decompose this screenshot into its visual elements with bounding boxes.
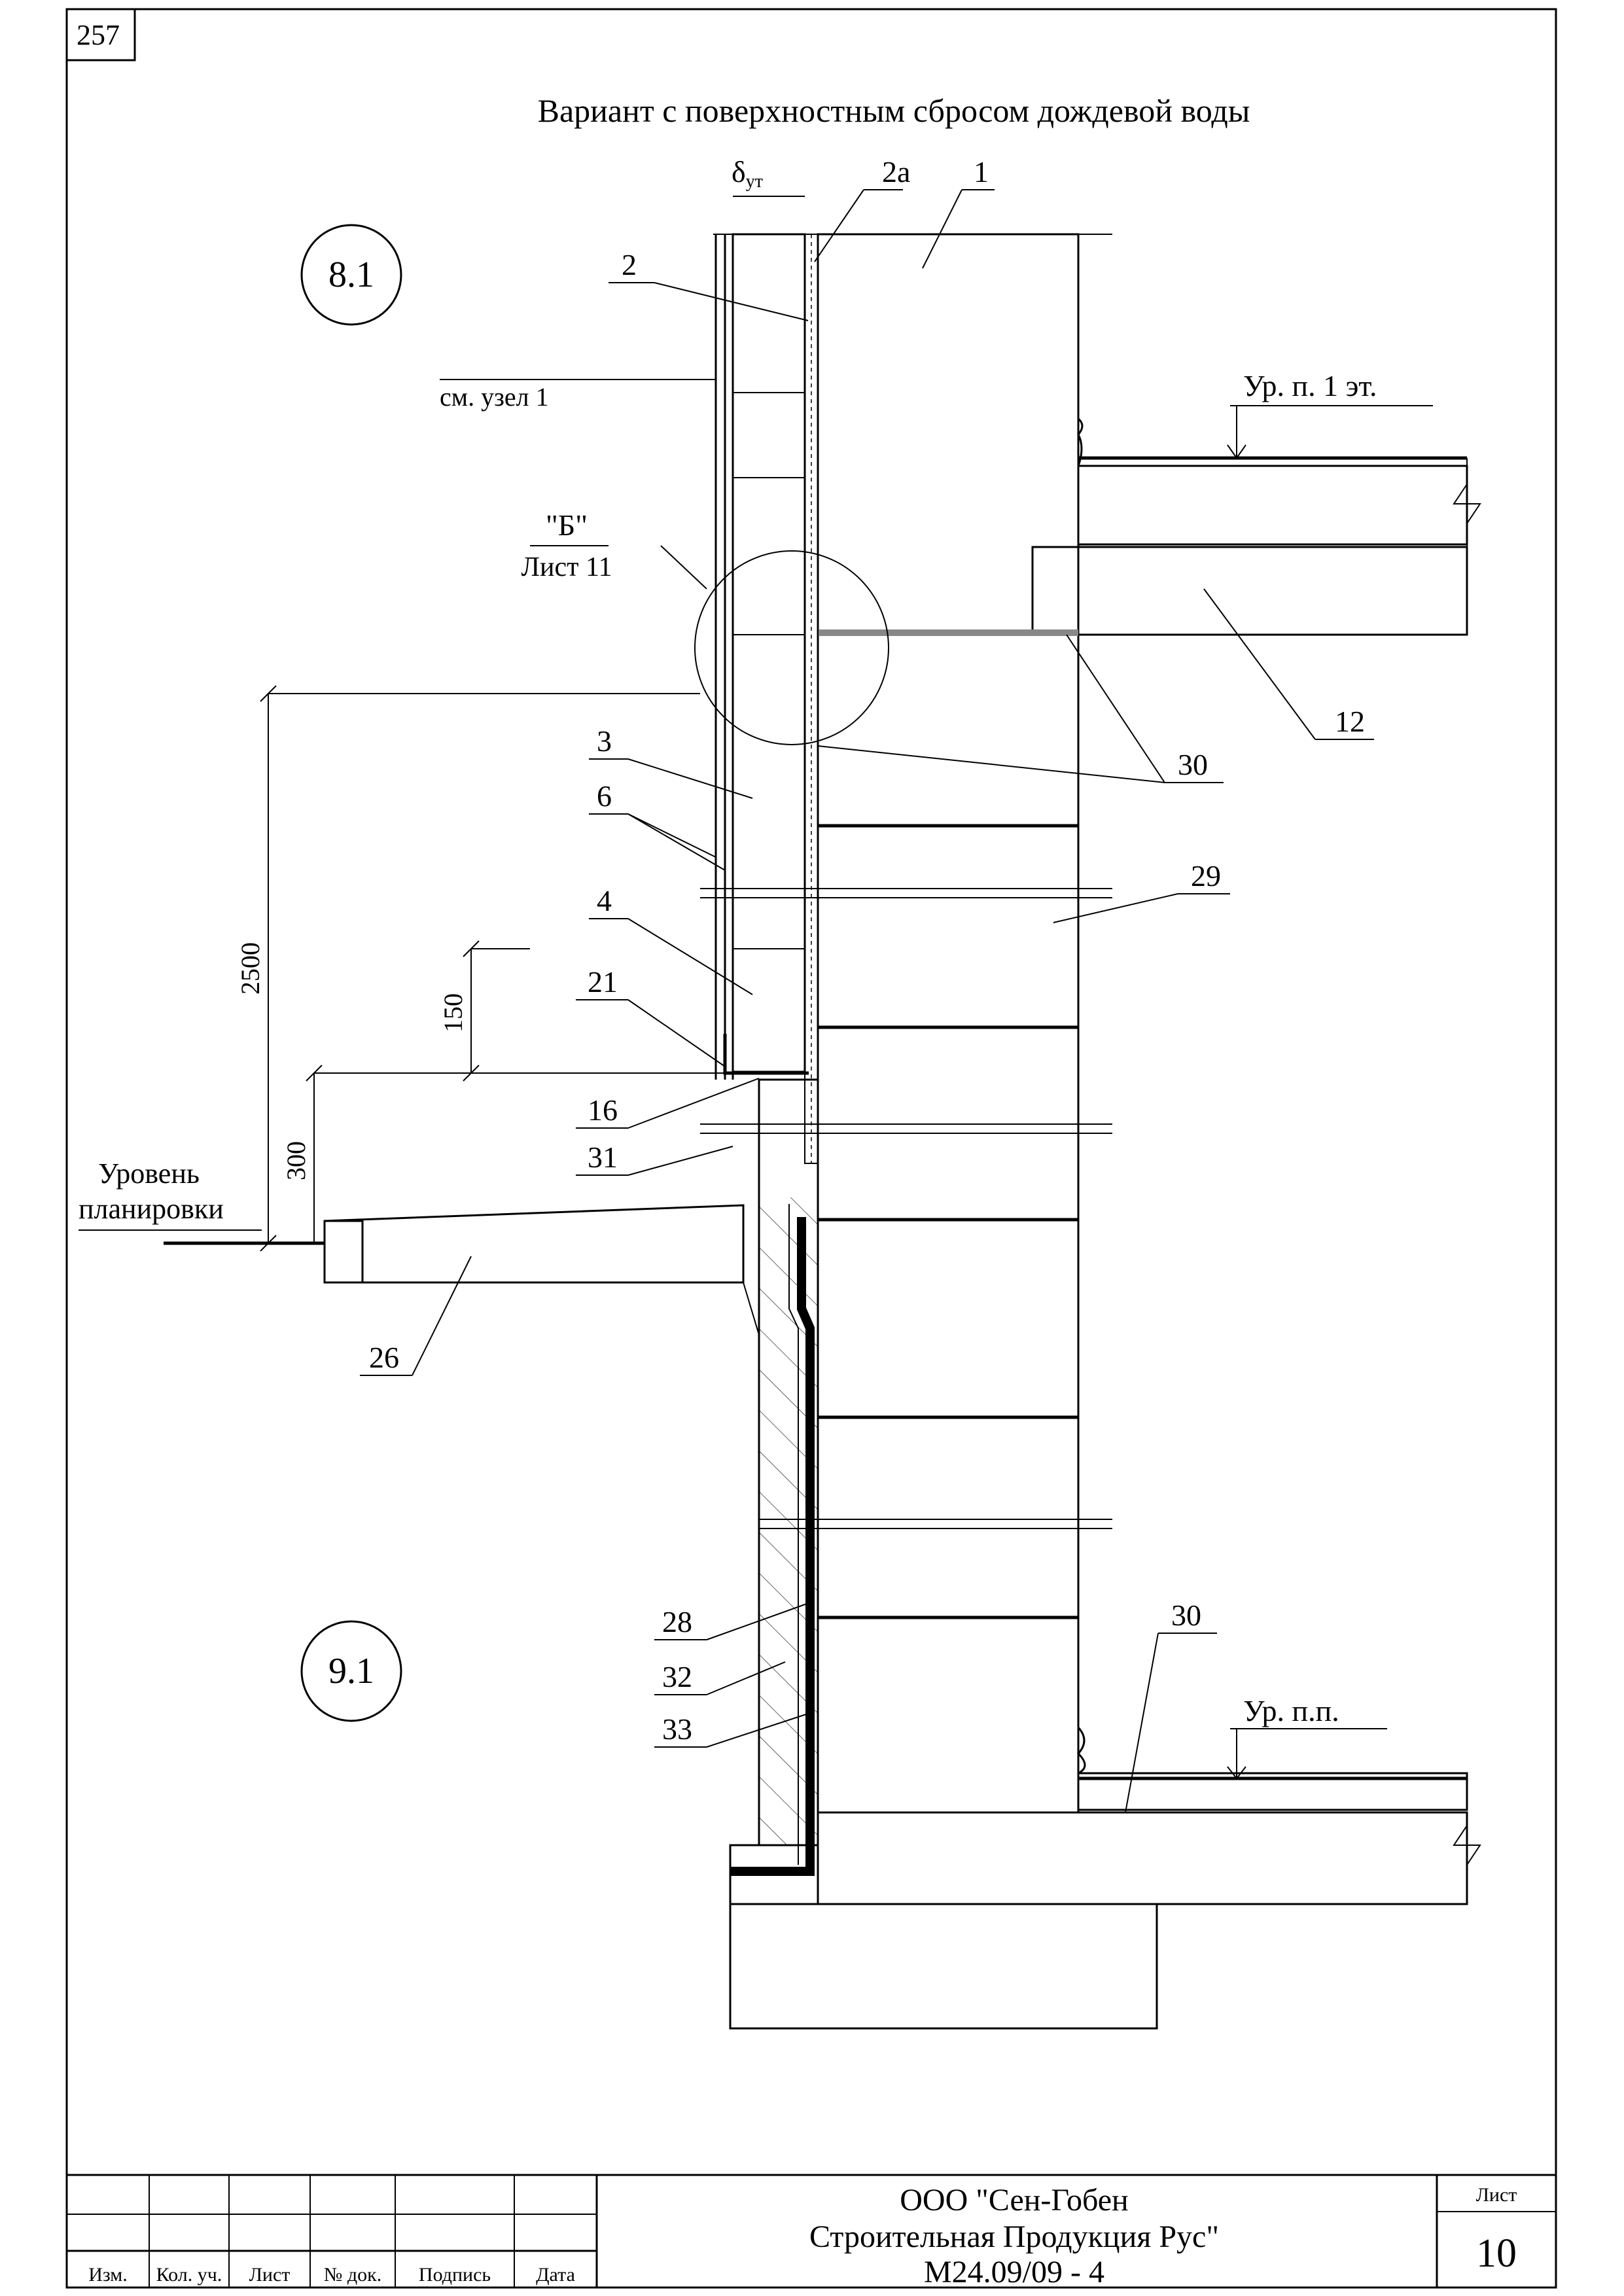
dimension-2500: 2500 xyxy=(236,685,700,1252)
callout-text: 30 xyxy=(1171,1598,1201,1632)
callout-16: 16 xyxy=(576,1078,760,1129)
concrete-wall-upper xyxy=(817,233,1080,636)
callout-21: 21 xyxy=(576,965,726,1067)
callout-33: 33 xyxy=(654,1712,807,1748)
col-izm: Изм. xyxy=(88,2264,128,2286)
org-line1: ООО "Сен-Гобен xyxy=(900,2183,1128,2217)
dimension-150: 150 xyxy=(438,940,530,1073)
callout-text: 2а xyxy=(882,155,910,188)
dim-text: 300 xyxy=(281,1141,311,1180)
facade-insulation-3 xyxy=(732,233,806,1073)
callout-30-bottom: 30 xyxy=(1125,1598,1217,1813)
callout-text: 4 xyxy=(597,884,612,917)
callout-text: 32 xyxy=(662,1660,692,1693)
callout-29: 29 xyxy=(1053,859,1230,923)
break-line xyxy=(1453,1812,1481,1904)
sheet-label: Лист xyxy=(1476,2184,1517,2206)
ref-b-label: "Б" xyxy=(546,508,588,542)
callout-text: 30 xyxy=(1178,748,1208,781)
node-marker-9-1: 9.1 xyxy=(328,1651,374,1691)
callout-4: 4 xyxy=(589,884,753,995)
waterproofing-layer-30 xyxy=(818,629,1078,636)
ref-b-leader xyxy=(660,545,707,590)
waterproofing-28 xyxy=(730,1217,815,1876)
drawing-title: Вариант с поверхностным сбросом дождевой… xyxy=(538,92,1250,129)
callout-2a: 2а xyxy=(814,155,910,262)
callout-31: 31 xyxy=(576,1140,733,1176)
callout-6: 6 xyxy=(589,779,726,871)
callout-3: 3 xyxy=(589,724,753,799)
callout-28: 28 xyxy=(654,1602,809,1640)
col-list: Лист xyxy=(249,2264,291,2286)
level-floor1-arrow xyxy=(1227,444,1246,459)
callout-26: 26 xyxy=(360,1256,472,1376)
node-marker-circle xyxy=(300,1620,402,1722)
callout-text: 26 xyxy=(369,1341,399,1374)
callout-30-top: 30 xyxy=(817,634,1224,783)
dimension-300: 300 xyxy=(281,1065,725,1243)
delta-label: δут xyxy=(732,155,763,192)
ground-level-label-2: планировки xyxy=(79,1193,224,1225)
sheet-frame xyxy=(65,8,1557,2289)
ref-sheet-label: Лист 11 xyxy=(521,552,612,582)
col-doc: № док. xyxy=(324,2264,381,2286)
base-slab xyxy=(817,1811,1468,1905)
see-node-label: см. узел 1 xyxy=(440,382,549,412)
callout-text: 21 xyxy=(588,965,618,998)
slab-edge xyxy=(743,1282,760,1335)
callout-12: 12 xyxy=(1203,588,1374,740)
curb-stone xyxy=(323,1220,364,1284)
callout-2: 2 xyxy=(609,248,809,321)
protection-33 xyxy=(788,1204,799,1865)
callout-text: 28 xyxy=(662,1605,692,1638)
callout-text: 33 xyxy=(662,1712,692,1746)
callout-1: 1 xyxy=(922,155,995,269)
level-floor1-label: Ур. п. 1 эт. xyxy=(1243,369,1377,402)
callout-text: 3 xyxy=(597,724,612,758)
callout-text: 6 xyxy=(597,779,612,813)
dim-text: 150 xyxy=(438,993,468,1033)
floor-slab xyxy=(1077,465,1468,546)
callout-text: 31 xyxy=(588,1140,618,1174)
callout-text: 1 xyxy=(974,155,989,188)
title-block: Изм. Кол. уч. Лист № док. Подпись Дата О… xyxy=(67,2174,1556,2289)
starter-profile-21 xyxy=(723,1034,809,1075)
dim-text: 2500 xyxy=(236,942,265,995)
blind-area-slab-26 xyxy=(323,1204,745,1284)
callout-text: 16 xyxy=(588,1093,618,1127)
level-floor0-label: Ур. п.п. xyxy=(1243,1694,1339,1727)
sheet-number: 10 xyxy=(1476,2231,1517,2276)
break-line xyxy=(1453,458,1481,609)
col-sign: Подпись xyxy=(419,2264,491,2286)
col-date: Дата xyxy=(536,2264,575,2286)
level-floor0-arrow xyxy=(1227,1766,1246,1780)
ground-level-label-1: Уровень xyxy=(98,1157,200,1190)
node-marker-8-1: 8.1 xyxy=(328,255,374,295)
page-number: 257 xyxy=(77,19,120,51)
org-line2: Строительная Продукция Рус" xyxy=(809,2219,1219,2254)
callout-text: 2 xyxy=(622,248,637,281)
skirting-basement xyxy=(1076,1726,1086,1775)
callout-text: 29 xyxy=(1191,859,1221,892)
callout-text: 12 xyxy=(1335,705,1365,738)
floor-basement xyxy=(1077,1772,1468,1811)
detail-b-circle xyxy=(694,550,889,745)
node-marker-circle xyxy=(300,224,402,326)
col-kol: Кол. уч. xyxy=(156,2264,222,2286)
skirting xyxy=(1077,417,1084,467)
callout-32: 32 xyxy=(654,1660,786,1695)
floor-slab-12 xyxy=(1031,546,1468,636)
block-masonry-29 xyxy=(817,633,1080,1814)
page-number-box xyxy=(65,8,136,62)
foundation-footing xyxy=(729,1903,1158,2030)
doc-code: М24.09/09 - 4 xyxy=(924,2255,1104,2289)
